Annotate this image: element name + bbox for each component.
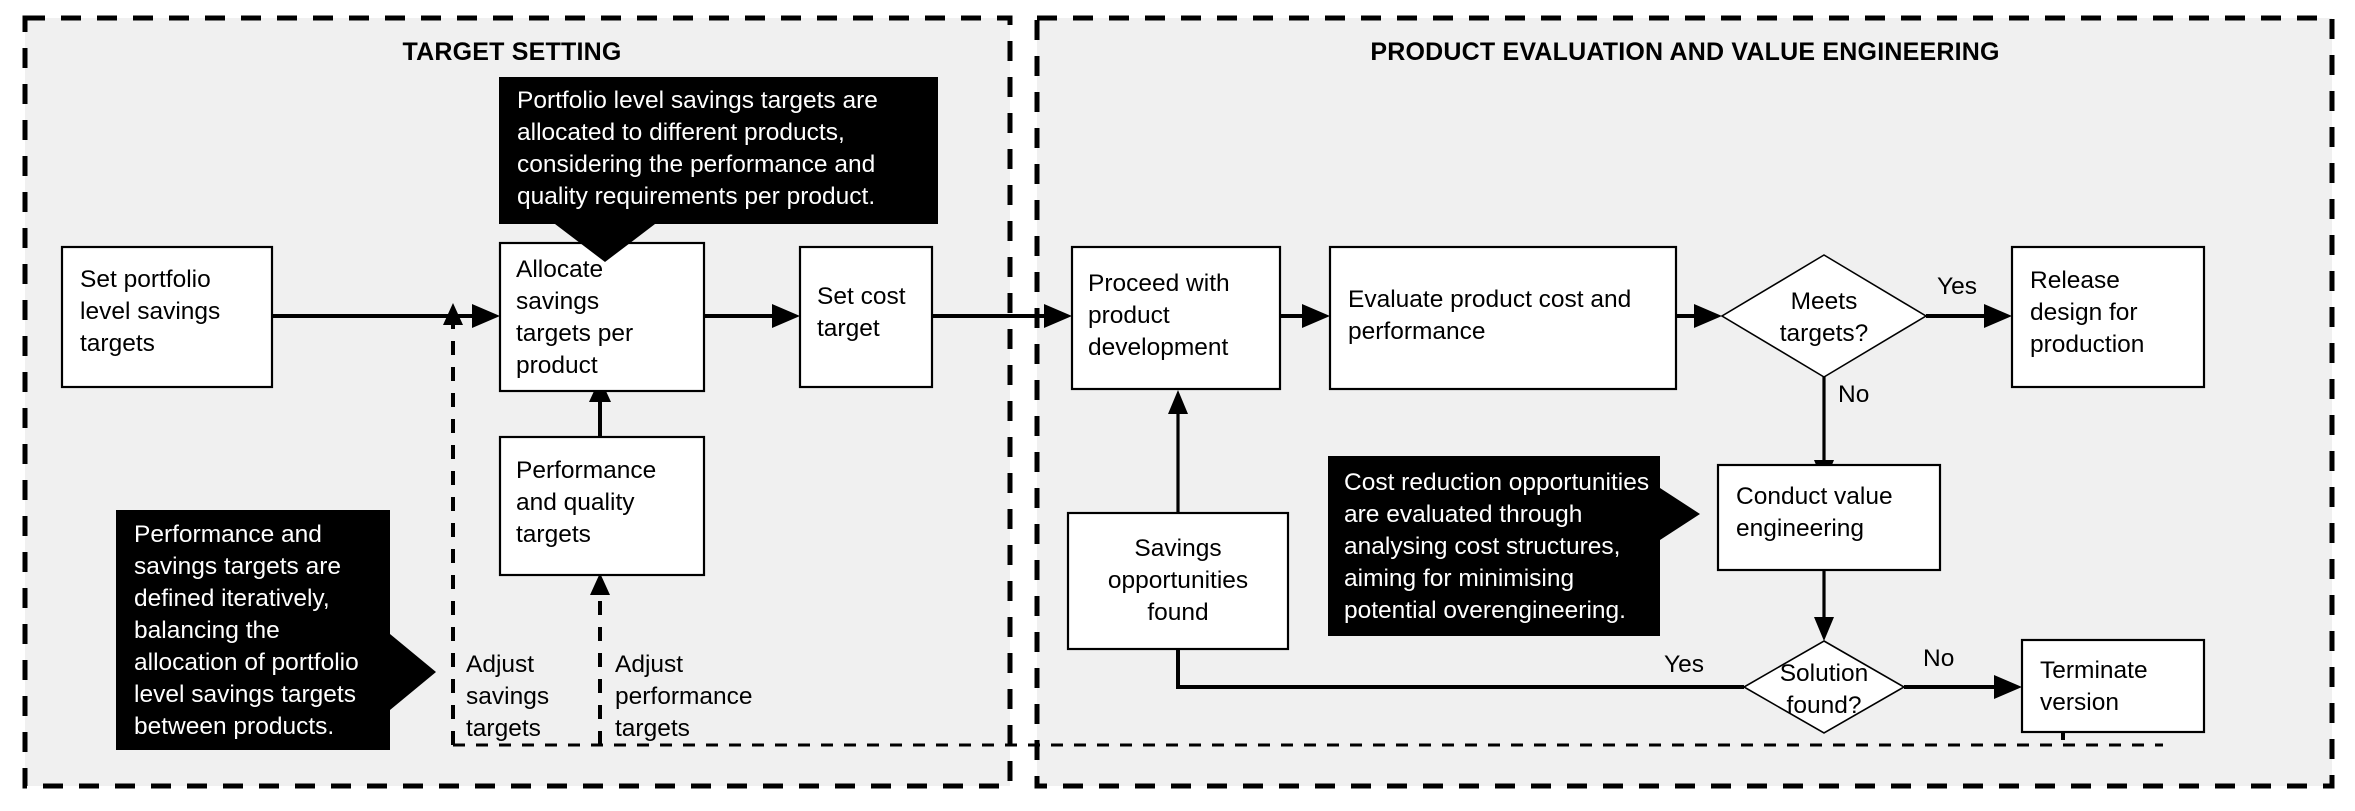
callout-iterative-shape [116,510,436,750]
node-terminate-version[interactable] [2020,638,2206,734]
arrowhead-evaluate-to-meets [1694,304,1722,328]
label-solution-found-yes: Yes [1664,651,1704,678]
node-allocate-line4: product [516,352,598,379]
node-release-line2: design for [2030,299,2138,326]
node-proceed-line2: product [1088,302,1170,329]
callout-allocation-line2: allocated to different products, [517,119,845,146]
callout-iterative-line1: Performance and [134,521,322,548]
label-adjust-performance-line3: targets [615,715,690,742]
callout-allocation-line3: considering the performance and [517,151,875,178]
label-meets-targets-no: No [1838,381,1869,408]
callout-cost-line1: Cost reduction opportunities [1344,469,1649,496]
callout-allocation-shape [499,77,938,262]
panel-title-product-evaluation: PRODUCT EVALUATION AND VALUE ENGINEERING [1370,38,1999,66]
node-evaluate-line2: performance [1348,318,1486,345]
label-adjust-savings-line3: targets [466,715,541,742]
callout-cost-reduction: Cost reduction opportunities are evaluat… [1328,456,1700,636]
node-perfquality-line2: and quality [516,489,635,516]
arrowhead-allocate-to-costtarget [772,304,800,328]
node-set-portfolio-line3: targets [80,330,155,357]
node-savings-line3: found [1147,599,1208,626]
callout-iterative-line6: level savings targets [134,681,356,708]
arrowhead-adjust-performance [590,573,610,595]
node-allocate-line3: targets per [516,320,633,347]
callout-cost-line5: potential overengineering. [1344,597,1626,624]
node-conduct-line2: engineering [1736,515,1864,542]
callout-cost-line2: are evaluated through [1344,501,1582,528]
callout-allocation: Portfolio level savings targets are allo… [499,77,938,262]
node-setcost-line1: Set cost [817,283,906,310]
node-perfquality-line3: targets [516,521,591,548]
node-perfquality-line1: Performance [516,457,656,484]
node-solution-line1: Solution [1780,660,1869,687]
node-savings-line2: opportunities [1108,567,1248,594]
node-set-portfolio-targets[interactable] [60,245,274,389]
label-adjust-savings-line1: Adjust [466,651,534,678]
callout-cost-reduction-shape [1328,456,1700,636]
callout-cost-line4: aiming for minimising [1344,565,1574,592]
node-terminate-line2: version [2040,689,2119,716]
callout-iterative: Performance and savings targets are defi… [116,510,436,750]
node-proceed-line3: development [1088,334,1228,361]
callout-cost-line3: analysing cost structures, [1344,533,1620,560]
node-conduct-value-engineering[interactable] [1716,463,1942,572]
node-allocate-line1: Allocate [516,256,603,283]
node-meets-targets-decision[interactable] [1720,254,1928,378]
arrowhead-value-eng-to-solution [1814,617,1834,641]
callout-allocation-line1: Portfolio level savings targets are [517,87,878,114]
arrowhead-costtarget-to-proceed [1044,304,1072,328]
panel-title-target-setting: TARGET SETTING [403,38,622,66]
node-setcost-line2: target [817,315,880,342]
node-evaluate-line1: Evaluate product cost and [1348,286,1631,313]
label-solution-found-no: No [1923,645,1954,672]
arrowhead-meets-yes-to-release [1984,304,2012,328]
label-adjust-savings-line2: savings [466,683,549,710]
callout-iterative-line5: allocation of portfolio [134,649,359,676]
label-adjust-performance-line1: Adjust [615,651,683,678]
arrowhead-savings-to-proceed [1168,390,1188,414]
node-set-portfolio-line1: Set portfolio [80,266,211,293]
arrowhead-portfolio-to-allocate [472,304,500,328]
node-set-portfolio-line2: level savings [80,298,220,325]
node-performance-quality-targets[interactable] [498,435,706,577]
label-meets-targets-yes: Yes [1937,273,1977,300]
callout-iterative-line7: between products. [134,713,334,740]
callout-iterative-line3: defined iteratively, [134,585,330,612]
node-savings-opportunities-found[interactable] [1066,511,1290,651]
node-meets-targets-line2: targets? [1780,320,1869,347]
node-evaluate-product[interactable] [1328,245,1678,391]
label-adjust-performance-line2: performance [615,683,753,710]
arrowhead-proceed-to-evaluate [1302,304,1330,328]
node-savings-line1: Savings [1134,535,1221,562]
node-terminate-line1: Terminate [2040,657,2148,684]
callout-iterative-line2: savings targets are [134,553,341,580]
node-proceed-with-development[interactable] [1070,245,1282,391]
node-meets-targets-line1: Meets [1791,288,1858,315]
arrowhead-solution-no-to-terminate [1994,675,2022,699]
callout-iterative-line4: balancing the [134,617,280,644]
node-release-line3: production [2030,331,2144,358]
node-solution-found-decision[interactable] [1742,640,1906,734]
node-set-cost-target[interactable] [798,245,934,389]
node-proceed-line1: Proceed with [1088,270,1230,297]
callout-allocation-line4: quality requirements per product. [517,183,875,210]
node-allocate-line2: savings [516,288,599,315]
node-solution-line2: found? [1787,692,1862,719]
node-release-line1: Release [2030,267,2120,294]
node-conduct-line1: Conduct value [1736,483,1893,510]
node-allocate-savings-targets[interactable] [498,241,706,393]
node-release-design[interactable] [2010,245,2206,389]
